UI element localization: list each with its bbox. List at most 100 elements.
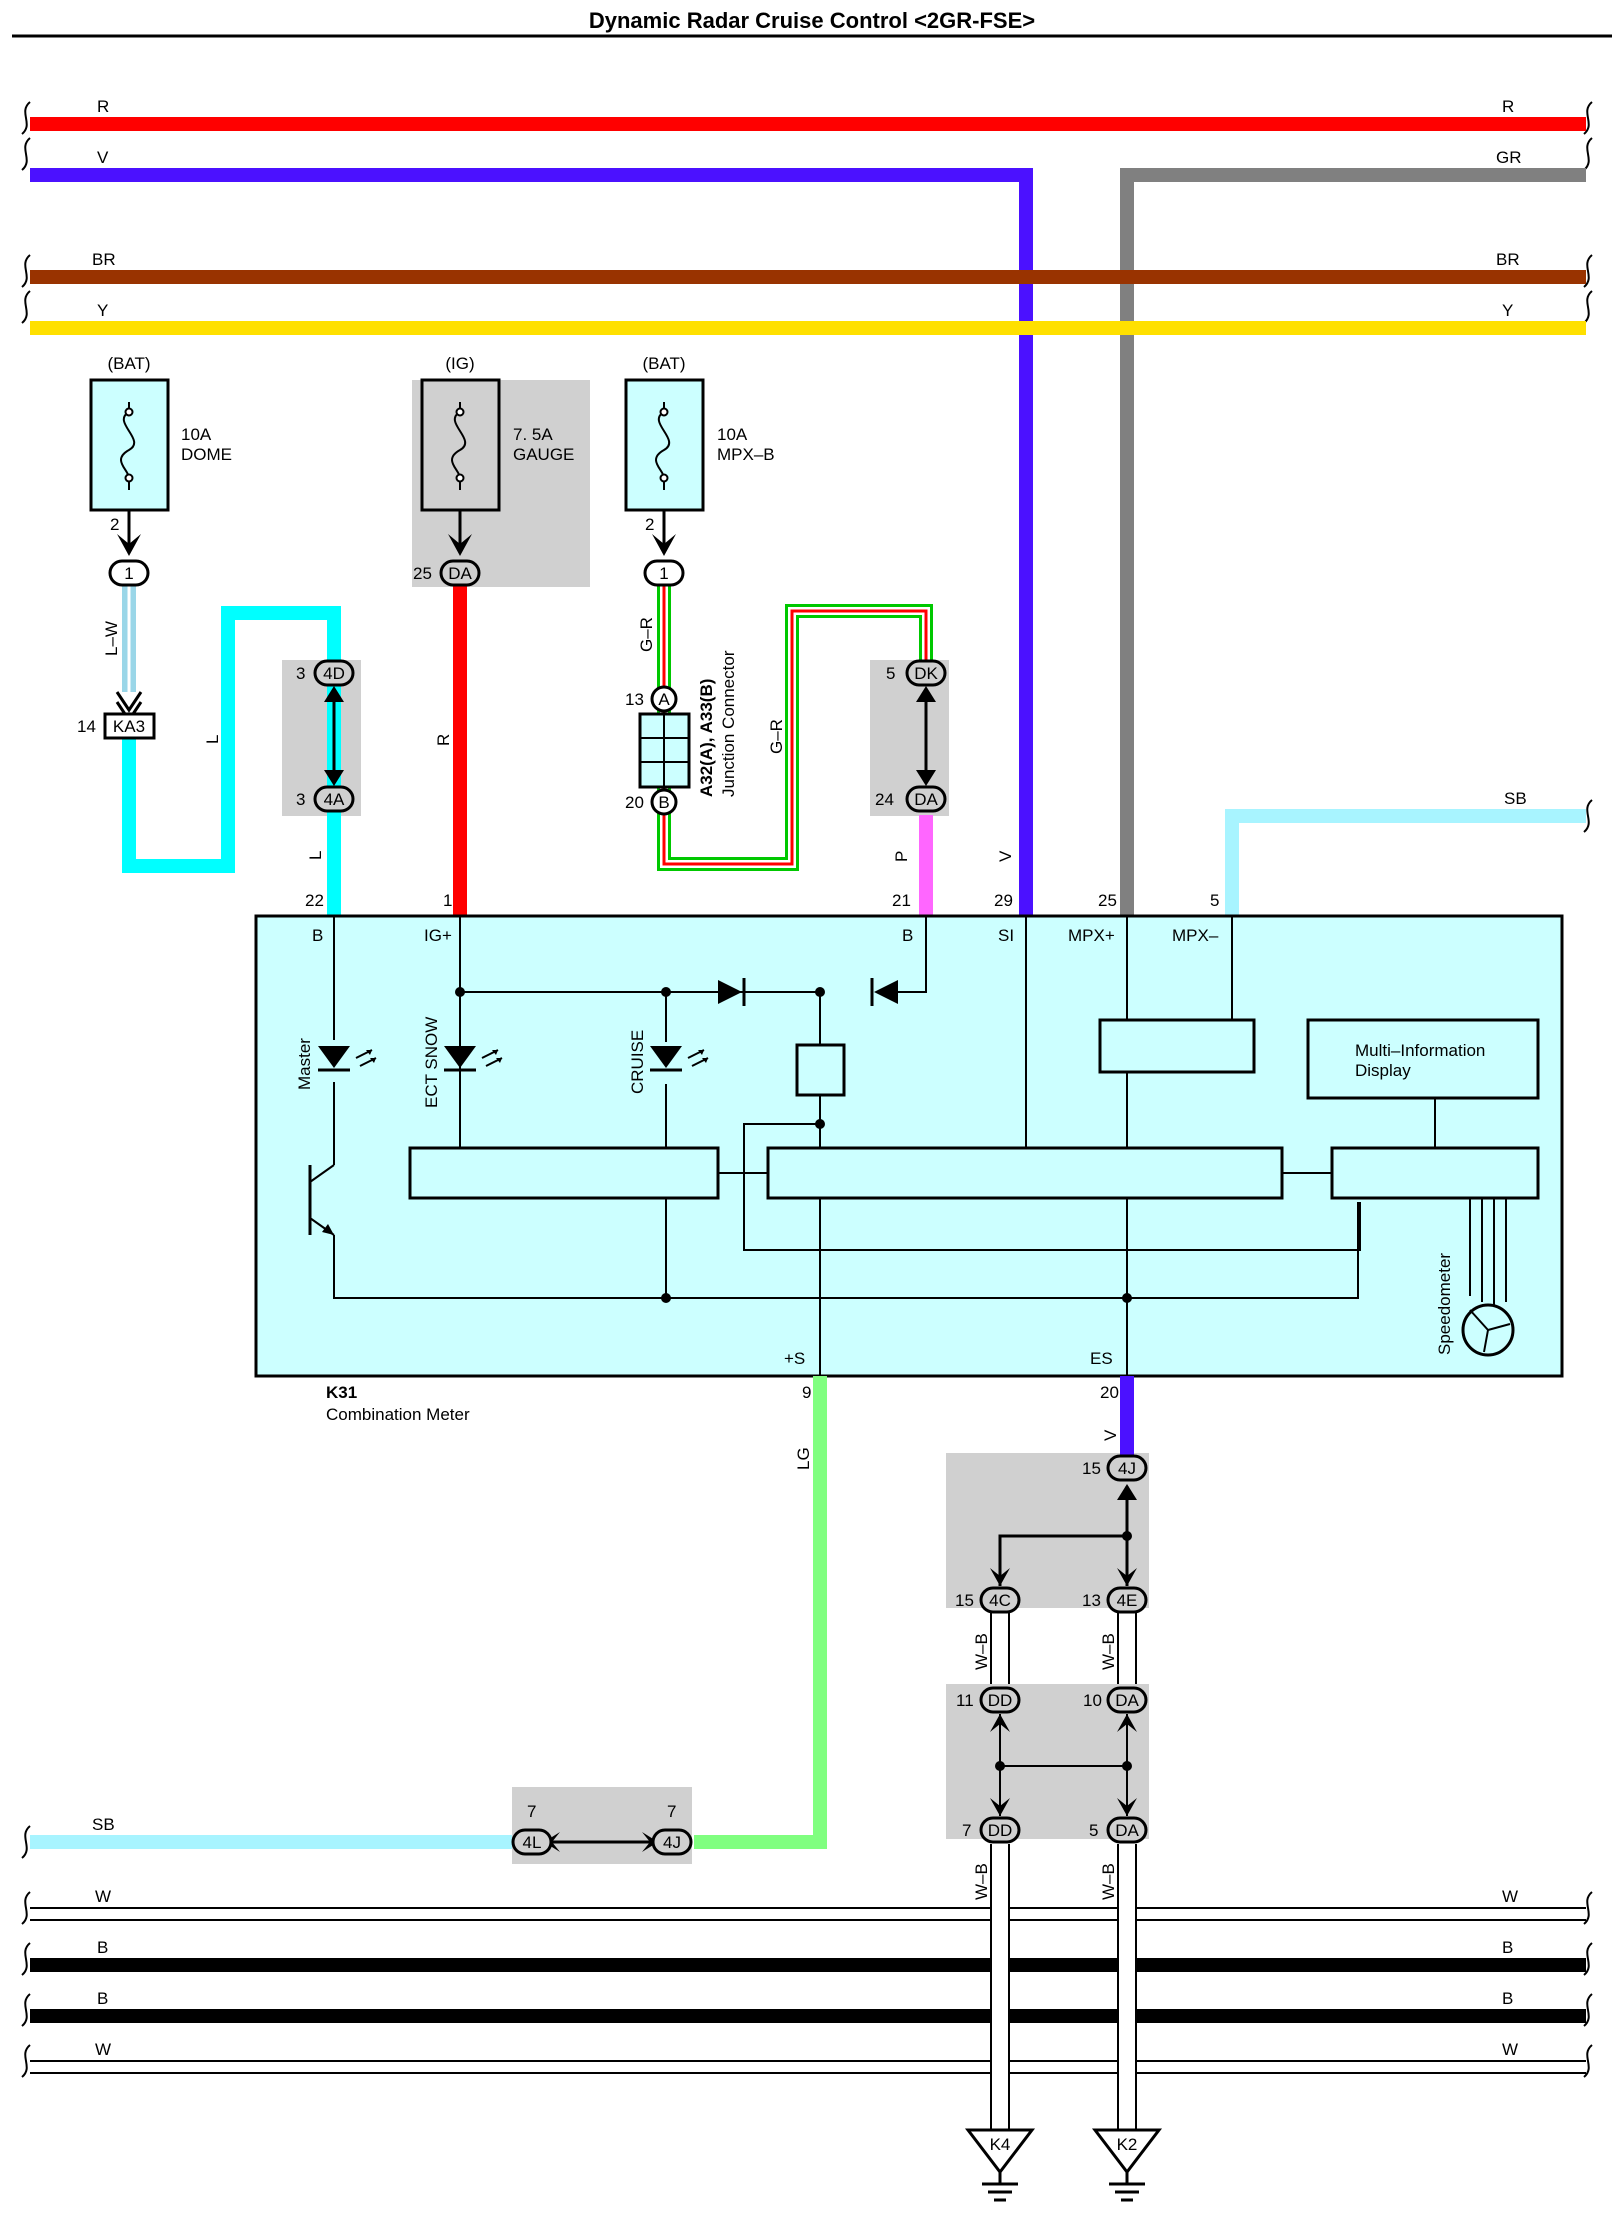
svg-text:CRUISE: CRUISE bbox=[628, 1030, 647, 1094]
svg-text:3: 3 bbox=[296, 664, 305, 683]
svg-text:DA: DA bbox=[1115, 1821, 1139, 1840]
connector-da-24: DA 24 bbox=[875, 785, 947, 813]
svg-text:1: 1 bbox=[443, 891, 452, 910]
fuse-mpx-pin: 2 bbox=[645, 515, 654, 534]
led-cruise: CRUISE bbox=[628, 1030, 709, 1094]
led-master: Master bbox=[295, 1038, 377, 1090]
svg-text:+S: +S bbox=[784, 1349, 805, 1368]
fuse-gauge-icon bbox=[451, 402, 467, 490]
svg-text:5: 5 bbox=[1210, 891, 1219, 910]
svg-text:DA: DA bbox=[448, 564, 472, 583]
bus-w1-right: W bbox=[1502, 1887, 1518, 1906]
svg-text:4E: 4E bbox=[1117, 1591, 1138, 1610]
bus-b1-right: B bbox=[1502, 1938, 1513, 1957]
bus-b2-left: B bbox=[97, 1989, 108, 2008]
svg-text:15: 15 bbox=[1082, 1459, 1101, 1478]
fuse-mpx-icon bbox=[655, 402, 671, 490]
fuse-gauge-rating: 7. 5A bbox=[513, 425, 553, 444]
connector-4c: 4C 15 bbox=[955, 1586, 1021, 1614]
svg-text:14: 14 bbox=[77, 717, 96, 736]
svg-text:W–B: W–B bbox=[1099, 1633, 1118, 1670]
connector-4e: 4E 13 bbox=[1082, 1586, 1148, 1614]
junction-desc: Junction Connector bbox=[719, 650, 738, 797]
bus-w1-left: W bbox=[95, 1887, 111, 1906]
svg-text:5: 5 bbox=[1089, 1821, 1098, 1840]
fuse-dome-pin: 2 bbox=[110, 515, 119, 534]
svg-text:V: V bbox=[1101, 1429, 1120, 1441]
svg-text:4D: 4D bbox=[323, 664, 345, 683]
svg-text:G–R: G–R bbox=[637, 617, 656, 652]
svg-text:20: 20 bbox=[625, 793, 644, 812]
connector-4j-7: 4J 7 bbox=[651, 1802, 693, 1856]
svg-text:SB: SB bbox=[92, 1815, 115, 1834]
fuse-dome-name: DOME bbox=[181, 445, 232, 464]
svg-text:DD: DD bbox=[988, 1691, 1013, 1710]
junction-connector: A 13 B 20 A32(A), A33(B) Junction Connec… bbox=[625, 650, 738, 816]
connector-4j-15: 4J 15 bbox=[1082, 1454, 1148, 1482]
bus-r-right-label: R bbox=[1502, 97, 1514, 116]
svg-text:ECT SNOW: ECT SNOW bbox=[422, 1017, 441, 1108]
svg-text:21: 21 bbox=[892, 891, 911, 910]
upper-wire-labels: L–W L L R G–R G–R P V bbox=[102, 617, 1015, 862]
svg-text:KA3: KA3 bbox=[113, 717, 145, 736]
center-logic-block bbox=[766, 1146, 1284, 1200]
ground-k4: K4 bbox=[964, 2128, 1036, 2202]
svg-text:P: P bbox=[892, 851, 911, 862]
svg-text:G–R: G–R bbox=[767, 719, 786, 754]
wire-sb-right bbox=[1225, 809, 1586, 916]
connector-ka3: KA3 14 bbox=[77, 691, 156, 740]
svg-text:L: L bbox=[306, 851, 325, 860]
svg-text:B: B bbox=[658, 793, 669, 812]
ground-k2: K2 bbox=[1091, 2128, 1163, 2202]
top-buses bbox=[21, 101, 1593, 916]
connector-da-10: DA 10 bbox=[1083, 1686, 1148, 1714]
svg-text:IG+: IG+ bbox=[424, 926, 452, 945]
wire-v-top bbox=[30, 168, 1033, 916]
fuse-dome-rating: 10A bbox=[181, 425, 212, 444]
svg-text:L: L bbox=[203, 735, 222, 744]
meter-name: Combination Meter bbox=[326, 1405, 470, 1424]
svg-text:4A: 4A bbox=[324, 790, 345, 809]
wire-g-r bbox=[657, 585, 933, 871]
svg-text:4J: 4J bbox=[663, 1833, 681, 1852]
fuse-mpx-rating: 10A bbox=[717, 425, 748, 444]
bottom-buses bbox=[21, 1891, 1593, 2078]
svg-text:DK: DK bbox=[914, 664, 938, 683]
multi-information-display: Multi–Information Display bbox=[1306, 1018, 1540, 1100]
lower-dots bbox=[995, 1531, 1132, 1771]
relay-block bbox=[795, 1043, 846, 1097]
bus-y-left-label: Y bbox=[97, 301, 108, 320]
svg-text:DA: DA bbox=[914, 790, 938, 809]
svg-text:24: 24 bbox=[875, 790, 894, 809]
svg-text:13: 13 bbox=[625, 690, 644, 709]
wire-label-sb-right: SB bbox=[1504, 789, 1527, 808]
page-title: Dynamic Radar Cruise Control <2GR-FSE> bbox=[589, 8, 1035, 33]
wire-gr-top bbox=[1120, 168, 1586, 916]
fuse-dome-icon bbox=[120, 402, 136, 490]
diode-left-icon bbox=[718, 980, 742, 1004]
bus-y-right-label: Y bbox=[1502, 301, 1513, 320]
mpx-block bbox=[1098, 1018, 1256, 1074]
svg-text:4C: 4C bbox=[989, 1591, 1011, 1610]
fuse-gauge-source: (IG) bbox=[445, 354, 474, 373]
led-ect-snow: ECT SNOW bbox=[422, 1017, 503, 1108]
svg-text:MPX–: MPX– bbox=[1172, 926, 1219, 945]
svg-text:3: 3 bbox=[296, 790, 305, 809]
diode-right-icon bbox=[874, 980, 898, 1004]
bus-gr-label: GR bbox=[1496, 148, 1522, 167]
svg-text:ES: ES bbox=[1090, 1349, 1113, 1368]
connector-dd-11: DD 11 bbox=[956, 1686, 1021, 1714]
svg-text:9: 9 bbox=[802, 1383, 811, 1402]
bus-v-label: V bbox=[97, 148, 109, 167]
connector-4l: 4L 7 bbox=[511, 1802, 553, 1856]
connector-4d: 4D 3 bbox=[296, 659, 355, 687]
svg-text:Speedometer: Speedometer bbox=[1435, 1253, 1454, 1355]
lower-connectors: 4L 7 4J 7 4J 15 4C 15 4E 13 DD 11 bbox=[511, 1454, 1148, 1856]
svg-text:22: 22 bbox=[305, 891, 324, 910]
svg-text:LG: LG bbox=[794, 1447, 813, 1470]
svg-text:5: 5 bbox=[886, 664, 895, 683]
bus-br-left-label: BR bbox=[92, 250, 116, 269]
svg-text:V: V bbox=[996, 850, 1015, 862]
svg-text:DD: DD bbox=[988, 1821, 1013, 1840]
fuse-mpx: (BAT) 10A MPX–B 2 bbox=[624, 354, 775, 556]
